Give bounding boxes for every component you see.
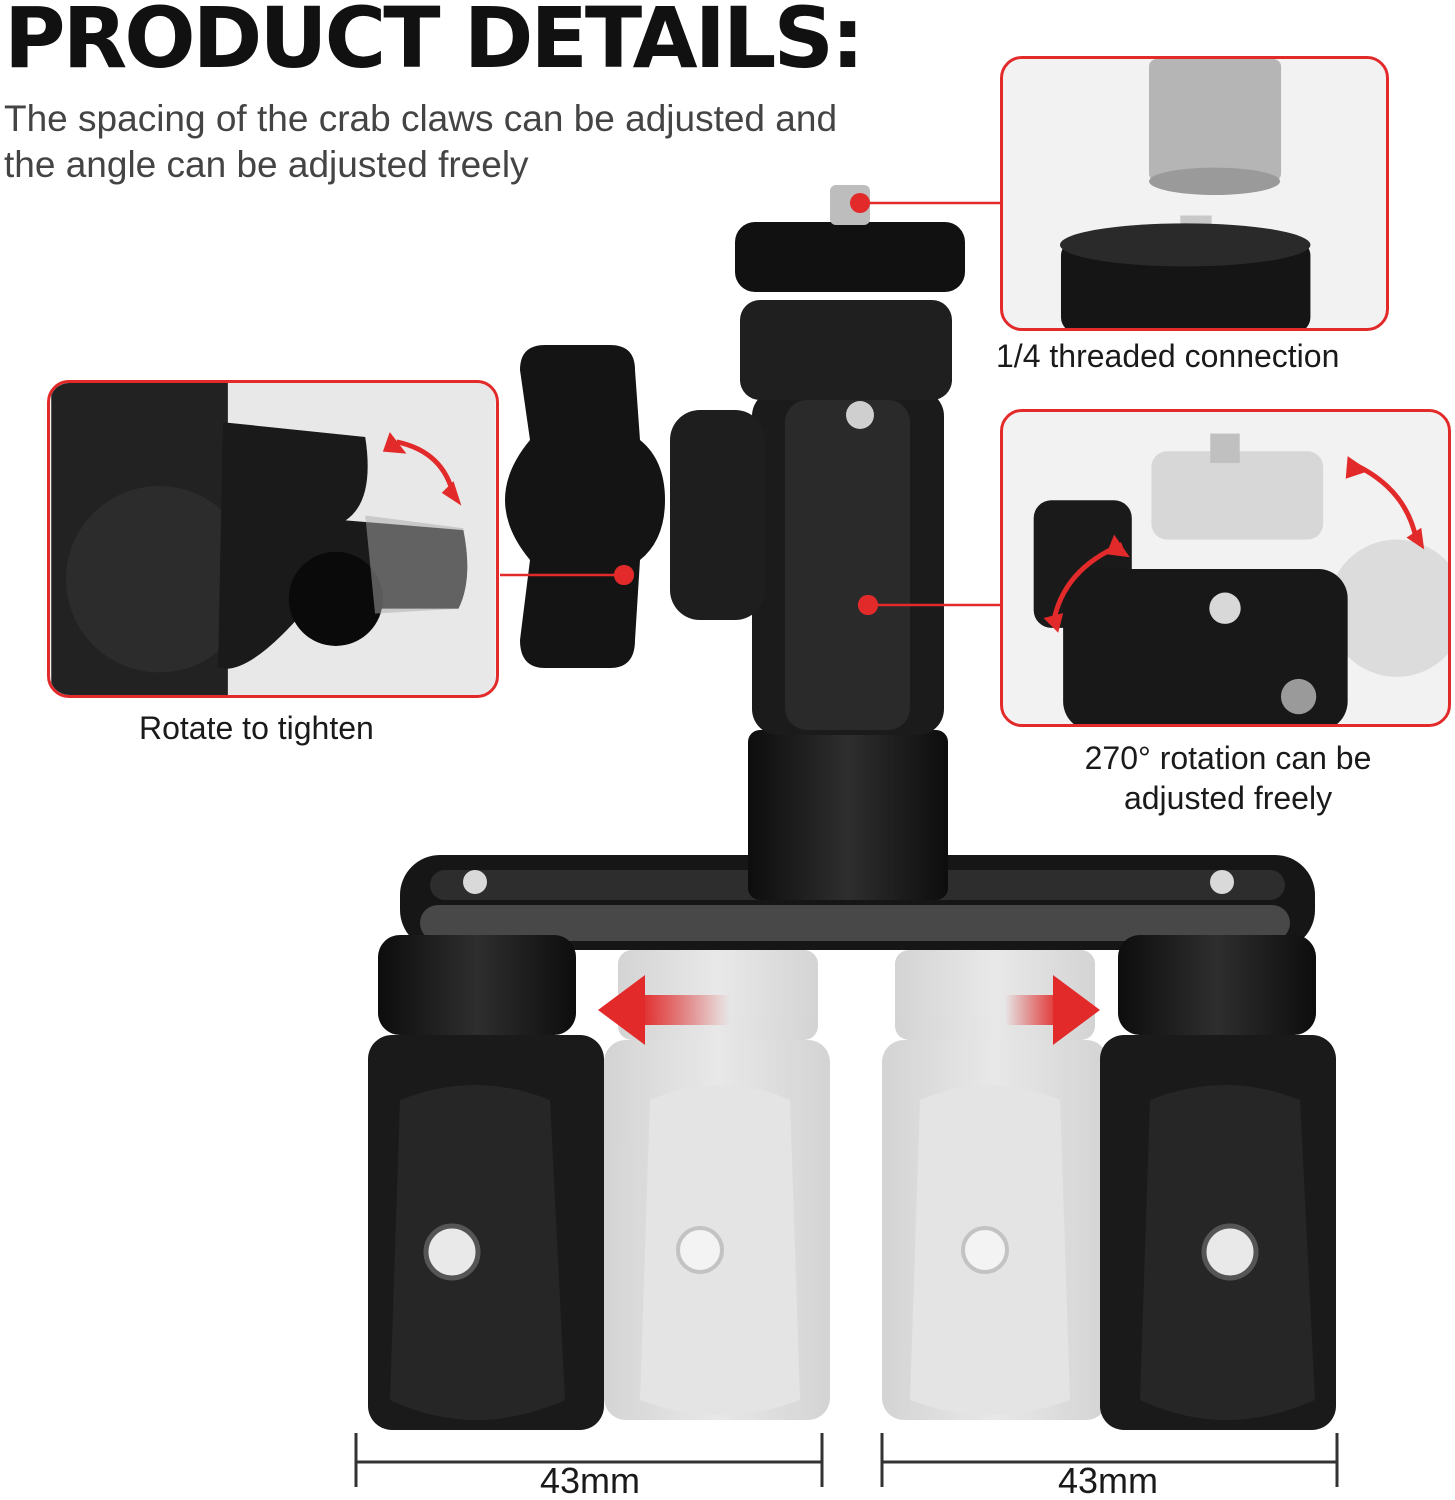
clamp-left <box>368 935 604 1430</box>
dimension-lines <box>354 1433 1339 1487</box>
callout-knob-caption: Rotate to tighten <box>139 710 374 746</box>
callout-thread-caption: 1/4 threaded connection <box>996 338 1340 374</box>
page-title: PRODUCT DETAILS: <box>4 0 865 87</box>
callout-rotation-caption-2: adjusted freely <box>1123 780 1333 816</box>
callout-rotation-image <box>1000 409 1451 727</box>
callout-knob-image <box>47 380 499 698</box>
dimension-left-label: 43mm <box>539 1460 641 1500</box>
callout-thread-image <box>1000 56 1389 331</box>
arrow-left-icon <box>598 975 730 1045</box>
ghost-clamp-right <box>882 950 1108 1420</box>
callout-rotation-caption-1: 270° rotation can be <box>1084 740 1372 776</box>
knob <box>505 345 765 668</box>
clamp-right <box>1100 935 1336 1430</box>
arrow-right-icon <box>1005 975 1100 1045</box>
mount-bar <box>400 855 1315 950</box>
callout-connectors <box>500 201 1003 607</box>
page-subtitle: The spacing of the crab claws can be adj… <box>4 98 838 185</box>
center-column <box>735 185 965 900</box>
dimension-right-label: 43mm <box>1057 1460 1159 1500</box>
